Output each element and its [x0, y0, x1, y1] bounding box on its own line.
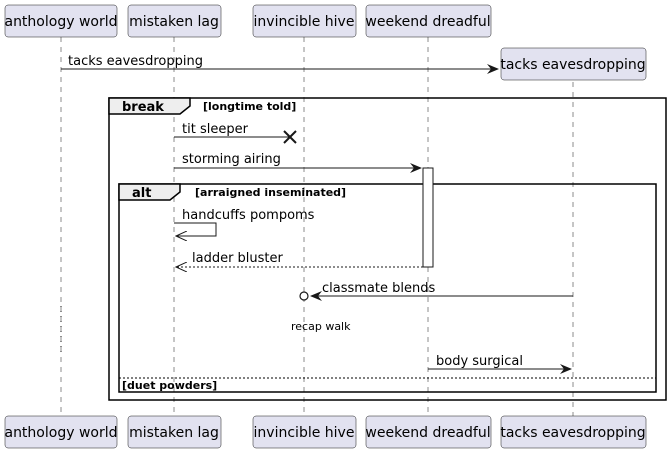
message-classmate-blends: classmate blends: [299, 281, 573, 301]
svg-text:anthology world: anthology world: [4, 425, 117, 441]
svg-text:mistaken lag: mistaken lag: [129, 425, 219, 441]
participant-weekend-dreadful-bottom: weekend dreadful: [365, 415, 492, 449]
participant-invincible-hive-bottom: invincible hive: [252, 415, 357, 449]
participant-tacks-eavesdropping-bottom: tacks eavesdropping: [500, 415, 647, 449]
participant-weekend-dreadful-top: weekend dreadful: [365, 4, 492, 38]
svg-text:mistaken lag: mistaken lag: [129, 14, 219, 30]
svg-text:invincible hive: invincible hive: [254, 14, 355, 30]
svg-text:body surgical: body surgical: [436, 354, 523, 369]
message-storming-airing: storming airing: [174, 152, 422, 173]
participant-mistaken-lag-bottom: mistaken lag: [127, 415, 222, 449]
message-ladder-bluster: ladder bluster: [176, 251, 423, 267]
participant-invincible-hive-top: invincible hive: [252, 4, 357, 38]
svg-text:weekend dreadful: weekend dreadful: [365, 425, 490, 441]
destroy-icon: [283, 130, 297, 144]
message-tit-sleeper: tit sleeper: [174, 122, 297, 144]
svg-text:ladder bluster: ladder bluster: [192, 251, 284, 266]
break-frame: break [longtime told]: [108, 97, 667, 401]
break-keyword: break: [122, 100, 164, 115]
alt-keyword: alt: [132, 186, 151, 201]
alt-else-condition: [duet powders]: [122, 379, 217, 392]
svg-text:tacks eavesdropping: tacks eavesdropping: [500, 57, 645, 73]
alt-condition: [arraigned inseminated]: [195, 186, 346, 199]
svg-text:classmate blends: classmate blends: [322, 281, 435, 296]
svg-text:invincible hive: invincible hive: [254, 425, 355, 441]
alt-frame: alt [arraigned inseminated] [duet powder…: [118, 183, 657, 393]
participant-anthology-world-top: anthology world: [4, 4, 118, 38]
svg-text:tit sleeper: tit sleeper: [182, 122, 249, 137]
break-condition: [longtime told]: [203, 100, 296, 113]
svg-text:anthology world: anthology world: [4, 14, 117, 30]
svg-text:tacks eavesdropping: tacks eavesdropping: [500, 425, 645, 441]
endpoint-circle-icon: [299, 291, 309, 301]
activation-bar: [422, 167, 434, 268]
svg-text:handcuffs pompoms: handcuffs pompoms: [182, 208, 315, 223]
message-body-surgical: body surgical: [428, 354, 572, 374]
svg-text:tacks eavesdropping: tacks eavesdropping: [68, 54, 203, 69]
delay-section: recap walk: [60, 306, 351, 352]
svg-text:weekend dreadful: weekend dreadful: [365, 14, 490, 30]
message-tacks-eavesdropping: tacks eavesdropping: [61, 54, 499, 74]
participant-anthology-world-bottom: anthology world: [4, 415, 118, 449]
participant-mistaken-lag-top: mistaken lag: [127, 4, 222, 38]
delay-label: recap walk: [291, 320, 351, 333]
participant-tacks-eavesdropping-top: tacks eavesdropping: [500, 47, 647, 81]
message-handcuffs-pompoms: handcuffs pompoms: [174, 208, 315, 236]
svg-text:storming airing: storming airing: [182, 152, 281, 167]
